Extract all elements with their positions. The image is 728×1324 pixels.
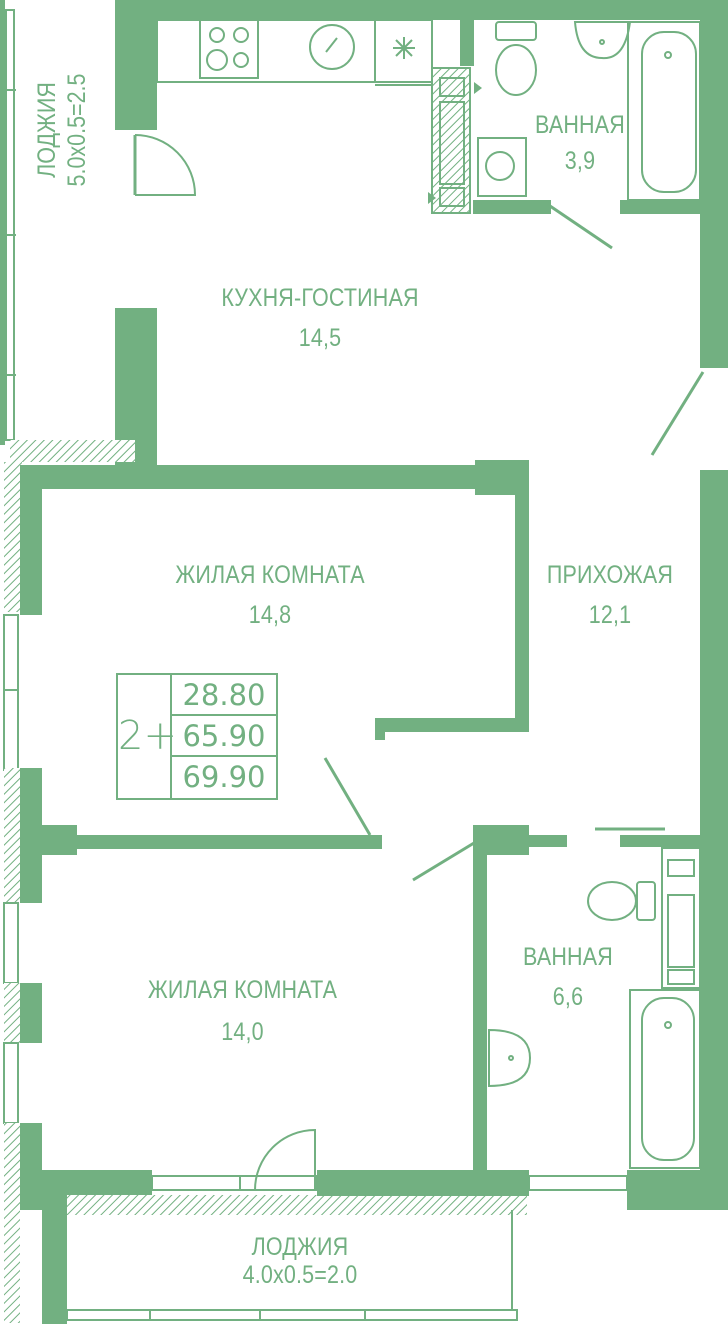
room-kitchen: КУХНЯ-ГОСТИНАЯ 14,5 [217, 283, 423, 353]
bathtub-icon [629, 989, 701, 1169]
room-area: 14,0 [221, 1018, 264, 1046]
washer-icon [477, 137, 527, 197]
room-bath-bottom: ВАННАЯ 6,6 [516, 942, 619, 1012]
room-living2: ЖИЛАЯ КОМНАТА 14,0 [146, 975, 340, 1047]
room-name: ЖИЛАЯ КОМНАТА [147, 976, 338, 1004]
room-loggia-bottom: ЛОДЖИЯ 4.0x0.5=2.0 [205, 1233, 394, 1289]
room-name: ЛОДЖИЯ [251, 1233, 349, 1261]
room-area: 6,6 [552, 983, 584, 1011]
room-area: 14,5 [298, 324, 342, 352]
room-area: 12,1 [588, 601, 632, 629]
living-area: 28.80 [172, 675, 276, 716]
room-name: ЛОДЖИЯ [33, 82, 61, 178]
loggia-top-outline [0, 0, 150, 612]
kitchen-counter [156, 19, 433, 86]
wall-living1-hall [515, 465, 529, 720]
room-area: 4.0x0.5=2.0 [242, 1261, 358, 1289]
ventilation-shaft-icon [428, 67, 482, 214]
ventilation-shaft-icon [661, 847, 701, 989]
total-with-loggia: 69.90 [182, 760, 266, 794]
bathtub-icon [627, 21, 701, 201]
total-area: 65.90 [172, 716, 276, 757]
room-area: 14,8 [248, 601, 292, 629]
sink-icon [309, 24, 355, 70]
room-name: ПРИХОЖАЯ [546, 561, 674, 589]
outer-wall-top [135, 0, 728, 20]
room-name: ВАННАЯ [535, 111, 625, 139]
toilet-icon [587, 881, 656, 921]
room-area: 5.0x0.5=2.5 [63, 73, 91, 187]
doors [133, 134, 705, 1191]
toilet-icon [495, 21, 537, 96]
fridge-icon [393, 37, 415, 59]
room-name: КУХНЯ-ГОСТИНАЯ [221, 284, 419, 312]
sink-icon [573, 21, 632, 60]
room-name: ВАННАЯ [523, 943, 613, 971]
room-name: ЖИЛАЯ КОМНАТА [175, 561, 365, 589]
sink-icon [488, 1028, 532, 1088]
apartment-stats: 2+ 28.80 65.90 69.90 [116, 673, 278, 800]
room-living1: ЖИЛАЯ КОМНАТА 14,8 [175, 560, 364, 630]
room-area: 3,9 [564, 147, 596, 175]
room-hall: ПРИХОЖАЯ 12,1 [541, 560, 679, 630]
wall-kitchen-living1 [20, 465, 515, 489]
stove-icon [199, 19, 259, 79]
room-count: 2+ [118, 675, 177, 798]
room-bath-top: ВАННАЯ 3,9 [528, 110, 631, 176]
